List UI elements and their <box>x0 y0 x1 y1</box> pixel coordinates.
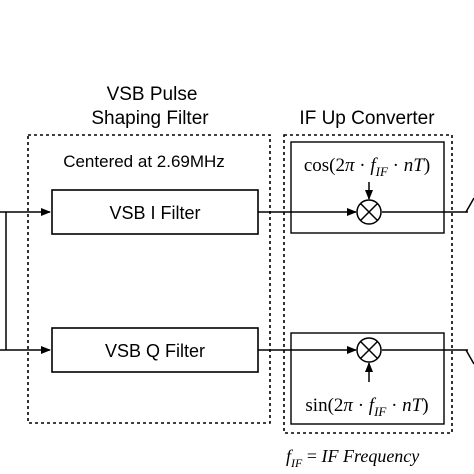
sin-mixer-box <box>290 332 445 425</box>
vsb-q-filter-label: VSB Q Filter <box>105 341 205 361</box>
vsb-i-filter-label: VSB I Filter <box>109 203 200 223</box>
multiplier-circle-icon <box>356 199 382 225</box>
if-converter-group-box <box>283 134 453 434</box>
vsb-title-line2: Shaping Filter <box>91 108 209 129</box>
vsb-filter-group-box <box>27 134 271 424</box>
multiplier-circle-icon <box>356 337 382 363</box>
if-frequency-legend: fIF = IF Frequency <box>286 446 419 470</box>
cos-mixer-box <box>290 141 445 234</box>
vsb-title-line1: VSB Pulse <box>107 84 198 105</box>
center-frequency-note: Centered at 2.69MHz <box>63 152 225 171</box>
i-output-adder-edge <box>465 197 474 213</box>
q-output-adder-edge <box>465 349 474 365</box>
vsb-q-filter-block <box>51 327 259 373</box>
if-converter-title: IF Up Converter <box>299 108 435 129</box>
cos-formula: cos(2π · fIF · nT) <box>304 155 430 179</box>
sin-formula: sin(2π · fIF · nT) <box>305 395 428 419</box>
